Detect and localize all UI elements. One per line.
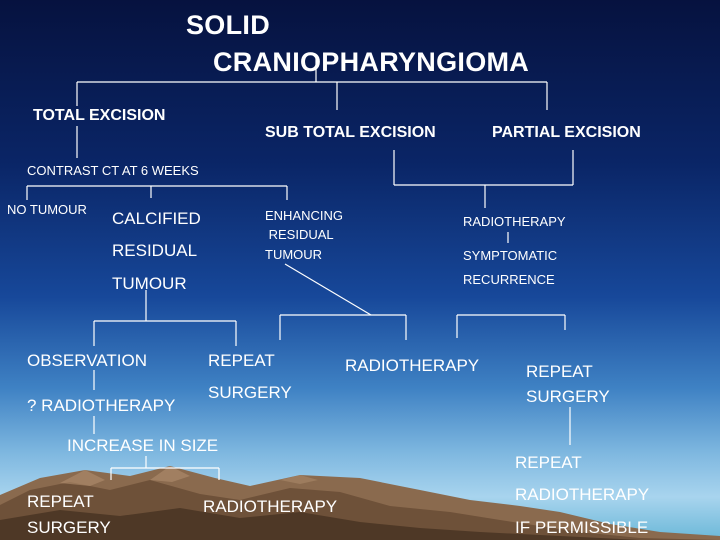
node-calcified-line3: TUMOUR [112,274,187,293]
node-subtotal-excision: SUB TOTAL EXCISION [265,124,436,141]
node-repeat-radiotherapy-line1: REPEAT [515,453,582,472]
node-partial-excision: PARTIAL EXCISION [492,124,641,141]
node-repeat-surgery-a-line1: REPEAT [208,351,275,370]
node-repeat-surgery-b-line2: SURGERY [27,518,111,537]
node-total-excision: TOTAL EXCISION [33,107,166,124]
mountain-highlights [150,466,190,482]
connector-line [284,263,372,316]
node-radiotherapy-partial: RADIOTHERAPY [463,214,566,229]
node-observation: OBSERVATION [27,351,147,370]
mountain-highlights [60,470,105,486]
node-symptomatic: SYMPTOMATIC [463,248,558,263]
node-repeat-surgery-b-line1: REPEAT [27,492,94,511]
node-enhancing-line2: RESIDUAL [265,227,334,242]
node-calcified-line2: RESIDUAL [112,241,198,260]
node-increase-in-size: INCREASE IN SIZE [67,436,219,455]
node-repeat-radiotherapy-line2: RADIOTHERAPY [515,485,650,504]
node-question-radiotherapy: ? RADIOTHERAPY [27,396,176,415]
node-calcified-line1: CALCIFIED [112,209,201,228]
node-enhancing-line1: ENHANCING [265,208,344,223]
node-recurrence: RECURRENCE [463,272,555,287]
node-radiotherapy-bottom: RADIOTHERAPY [203,497,338,516]
node-repeat-radiotherapy-line3: IF PERMISSIBLE [515,518,649,537]
node-no-tumour: NO TUMOUR [7,202,87,217]
mountain-highlights [280,475,318,484]
node-repeat-surgery-c-line1: REPEAT [526,362,593,381]
node-repeat-surgery-a-line2: SURGERY [208,383,292,402]
diagram-title-line1: SOLID [186,10,271,40]
diagram-title-line2: CRANIOPHARYNGIOMA [213,47,530,77]
node-contrast-ct: CONTRAST CT AT 6 WEEKS [27,163,199,178]
node-repeat-surgery-c-line2: SURGERY [526,387,610,406]
node-enhancing-line3: TUMOUR [265,247,323,262]
mountain-range-front [0,508,640,540]
node-radiotherapy-center: RADIOTHERAPY [345,356,480,375]
